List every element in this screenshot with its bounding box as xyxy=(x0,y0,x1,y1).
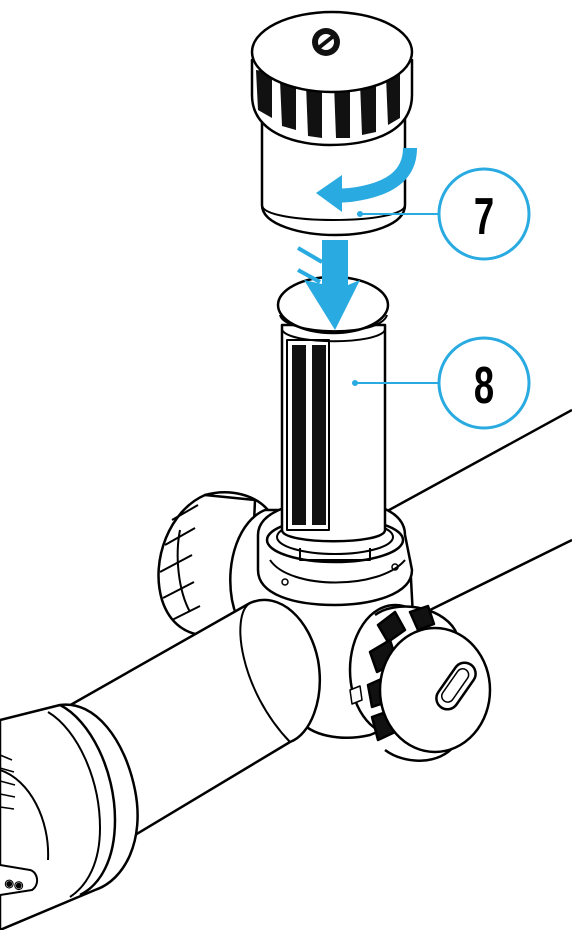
down-arrow-icon xyxy=(296,240,360,330)
side-knob-right xyxy=(348,603,492,762)
svg-text:◉◉: ◉◉ xyxy=(3,877,24,892)
curved-arrow-icon xyxy=(316,147,417,212)
callout-7: 7 xyxy=(357,167,531,261)
brand-logo-icon xyxy=(312,28,340,56)
objective-bell: ◉◉ xyxy=(0,703,139,930)
callout-8-circle xyxy=(437,336,531,430)
callout-8: 8 xyxy=(352,336,531,430)
brand-logo-icon: ◉◉ xyxy=(0,864,38,896)
battery-cover xyxy=(250,10,414,237)
cover-grip-ribs xyxy=(256,70,400,138)
focus-ring-knurl xyxy=(0,754,16,810)
callout-7-circle xyxy=(437,167,531,261)
callout-7-label: 7 xyxy=(474,186,494,245)
scope-rear-tube xyxy=(379,408,572,612)
scope-body: ◉◉ xyxy=(0,10,572,930)
callout-8-label: 8 xyxy=(474,355,494,414)
battery-label-band xyxy=(292,345,306,525)
